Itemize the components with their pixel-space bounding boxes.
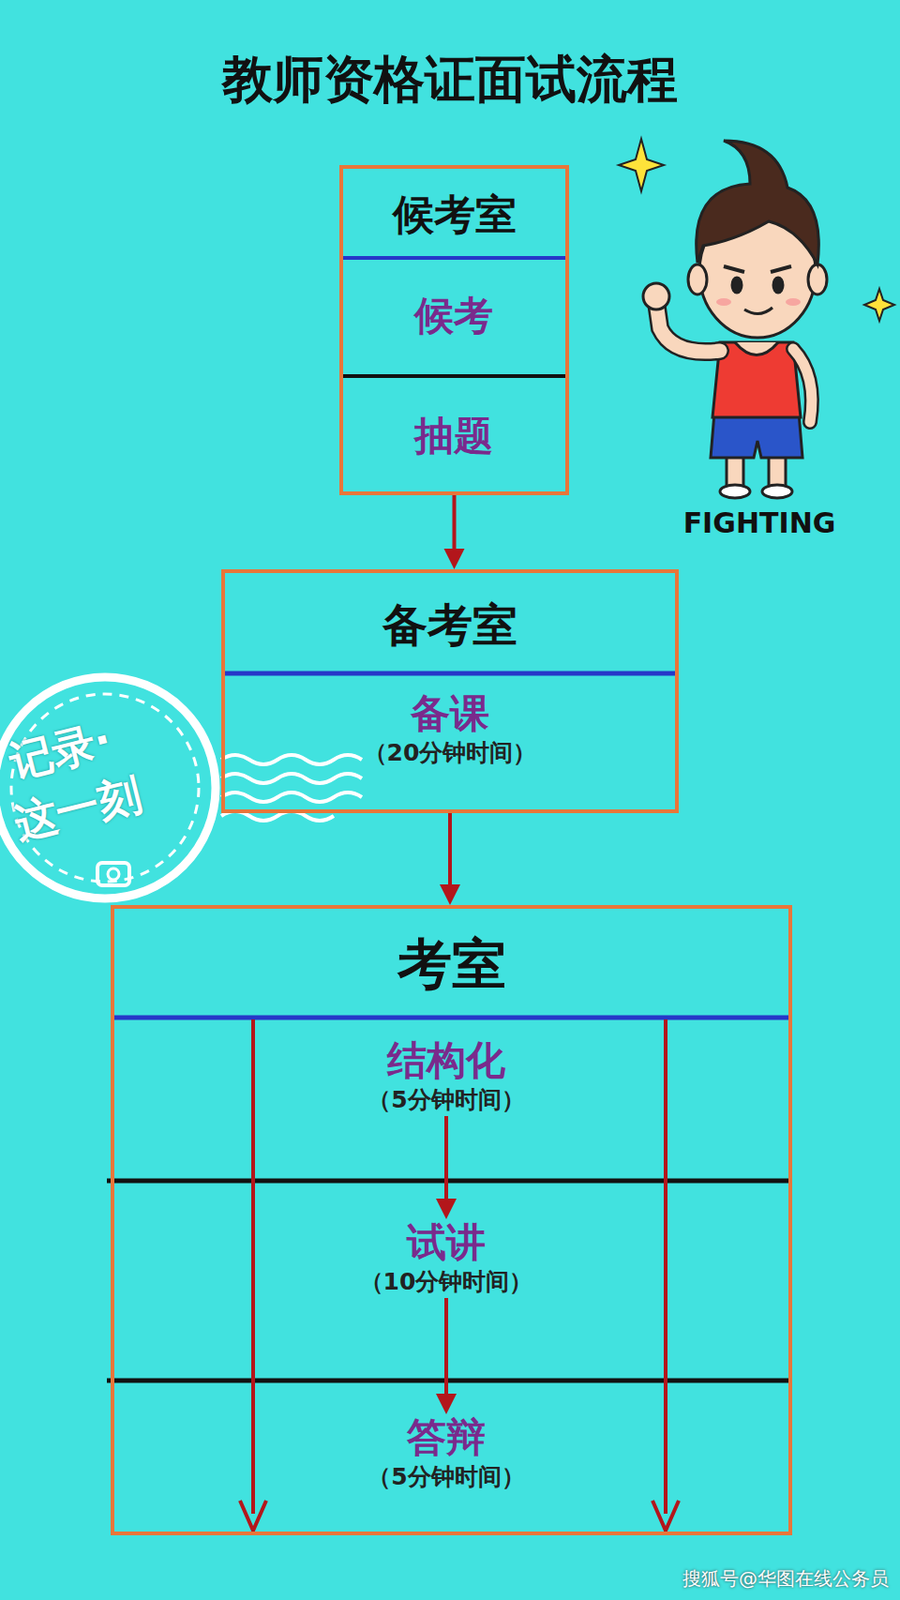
slogan-text: FIGHTING [656, 506, 863, 540]
step-name: 结构化 [240, 1036, 653, 1084]
arrow-line [452, 495, 457, 553]
room-box: 备考室备课（20分钟时间） [221, 569, 679, 813]
step-box: 候考 [247, 292, 660, 340]
step-name: 候考 [247, 292, 660, 340]
flow-arrow [444, 495, 465, 570]
room-heading: 候考室 [343, 168, 566, 262]
step-name: 抽题 [247, 412, 660, 460]
arrow-head [435, 1198, 457, 1219]
step-name: 答辩 [240, 1413, 653, 1461]
arrow-head [439, 884, 461, 905]
cartoon-boy [643, 140, 827, 498]
flow-arrow [435, 1297, 457, 1414]
diagram-title: 教师资格证面试流程 [0, 46, 900, 113]
stamp-graphic [0, 676, 362, 899]
step-name: 备课 [243, 690, 657, 737]
separator-line [339, 255, 570, 260]
separator-line [339, 374, 570, 378]
step-box: 试讲（10分钟时间） [240, 1218, 653, 1298]
arrow-line [444, 1297, 449, 1397]
step-duration: （5分钟时间） [240, 1083, 653, 1116]
arrow-line [444, 1115, 449, 1202]
star-icon [864, 288, 895, 321]
star-icon [618, 138, 664, 192]
step-duration: （10分钟时间） [240, 1265, 653, 1298]
flow-arrow [439, 812, 461, 905]
arrow-line [448, 812, 452, 888]
room-heading: 备考室 [225, 572, 675, 677]
room-heading: 考室 [114, 908, 789, 1021]
step-box: 答辩（5分钟时间） [240, 1413, 653, 1493]
separator-line [221, 671, 679, 676]
room-box: 考室结构化（5分钟时间）试讲（10分钟时间）答辩（5分钟时间） [110, 904, 793, 1535]
arrow-head [435, 1393, 457, 1414]
flow-arrow [435, 1115, 457, 1219]
watermark: 搜狐号@华图在线公务员 [682, 1565, 889, 1591]
step-box: 备课（20分钟时间） [243, 690, 657, 769]
step-duration: （5分钟时间） [240, 1460, 653, 1493]
step-duration: （20分钟时间） [243, 736, 657, 769]
room-box: 候考室候考抽题 [339, 165, 570, 495]
side-arrow [240, 1019, 679, 1530]
arrow-head [444, 548, 465, 570]
separator-line [110, 1015, 793, 1020]
step-box: 抽题 [247, 412, 660, 460]
step-box: 结构化（5分钟时间） [240, 1036, 653, 1116]
step-name: 试讲 [240, 1218, 653, 1266]
